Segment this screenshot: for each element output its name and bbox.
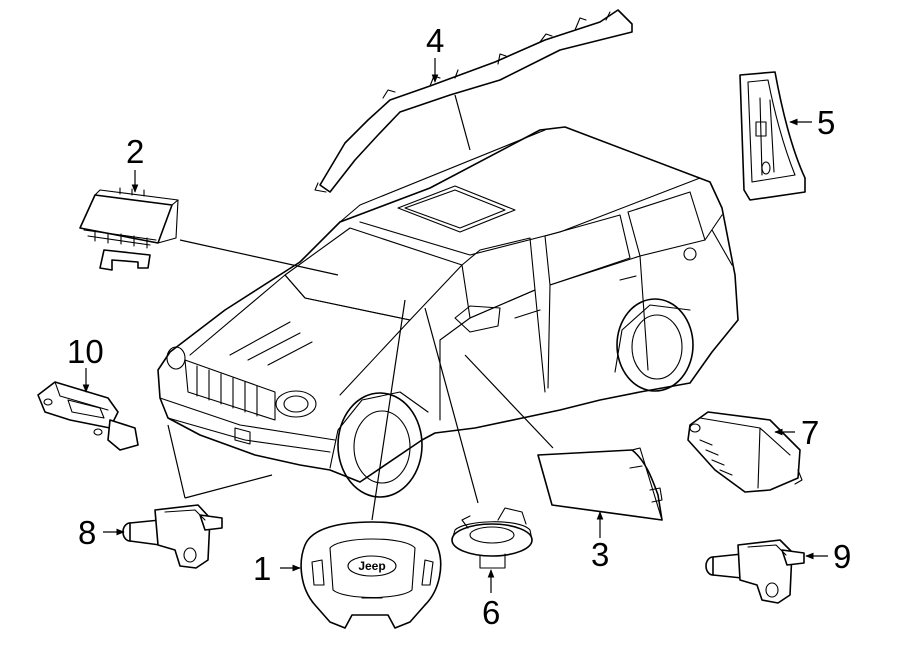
vehicle-illustration xyxy=(157,126,739,498)
occupant-sensor-part xyxy=(37,381,139,451)
side-airbag-part xyxy=(537,447,663,521)
callout-5-label: 5 xyxy=(817,104,835,141)
clockspring-part xyxy=(451,507,533,569)
leader-lines xyxy=(167,94,554,521)
control-module-part xyxy=(687,411,803,493)
callout-4-label: 4 xyxy=(426,22,444,59)
callout-arrows xyxy=(82,58,828,593)
impact-sensor-left-part xyxy=(122,504,223,569)
callout-9-label: 9 xyxy=(833,538,851,575)
callout-labels: 1 2 3 4 5 6 7 8 9 10 xyxy=(67,22,851,631)
callout-3-label: 3 xyxy=(591,536,609,573)
callout-7-label: 7 xyxy=(801,414,819,451)
knee-airbag-part xyxy=(79,187,179,271)
impact-sensor-right-part xyxy=(705,539,805,604)
callout-1-label: 1 xyxy=(253,550,271,587)
jeep-emblem: Jeep xyxy=(358,559,385,573)
callout-10-label: 10 xyxy=(67,333,104,370)
callout-2-label: 2 xyxy=(126,133,144,170)
seat-airbag-part xyxy=(739,71,806,201)
callout-6-label: 6 xyxy=(482,594,500,631)
driver-airbag-part: Jeep xyxy=(300,521,442,629)
callout-8-label: 8 xyxy=(78,514,96,551)
